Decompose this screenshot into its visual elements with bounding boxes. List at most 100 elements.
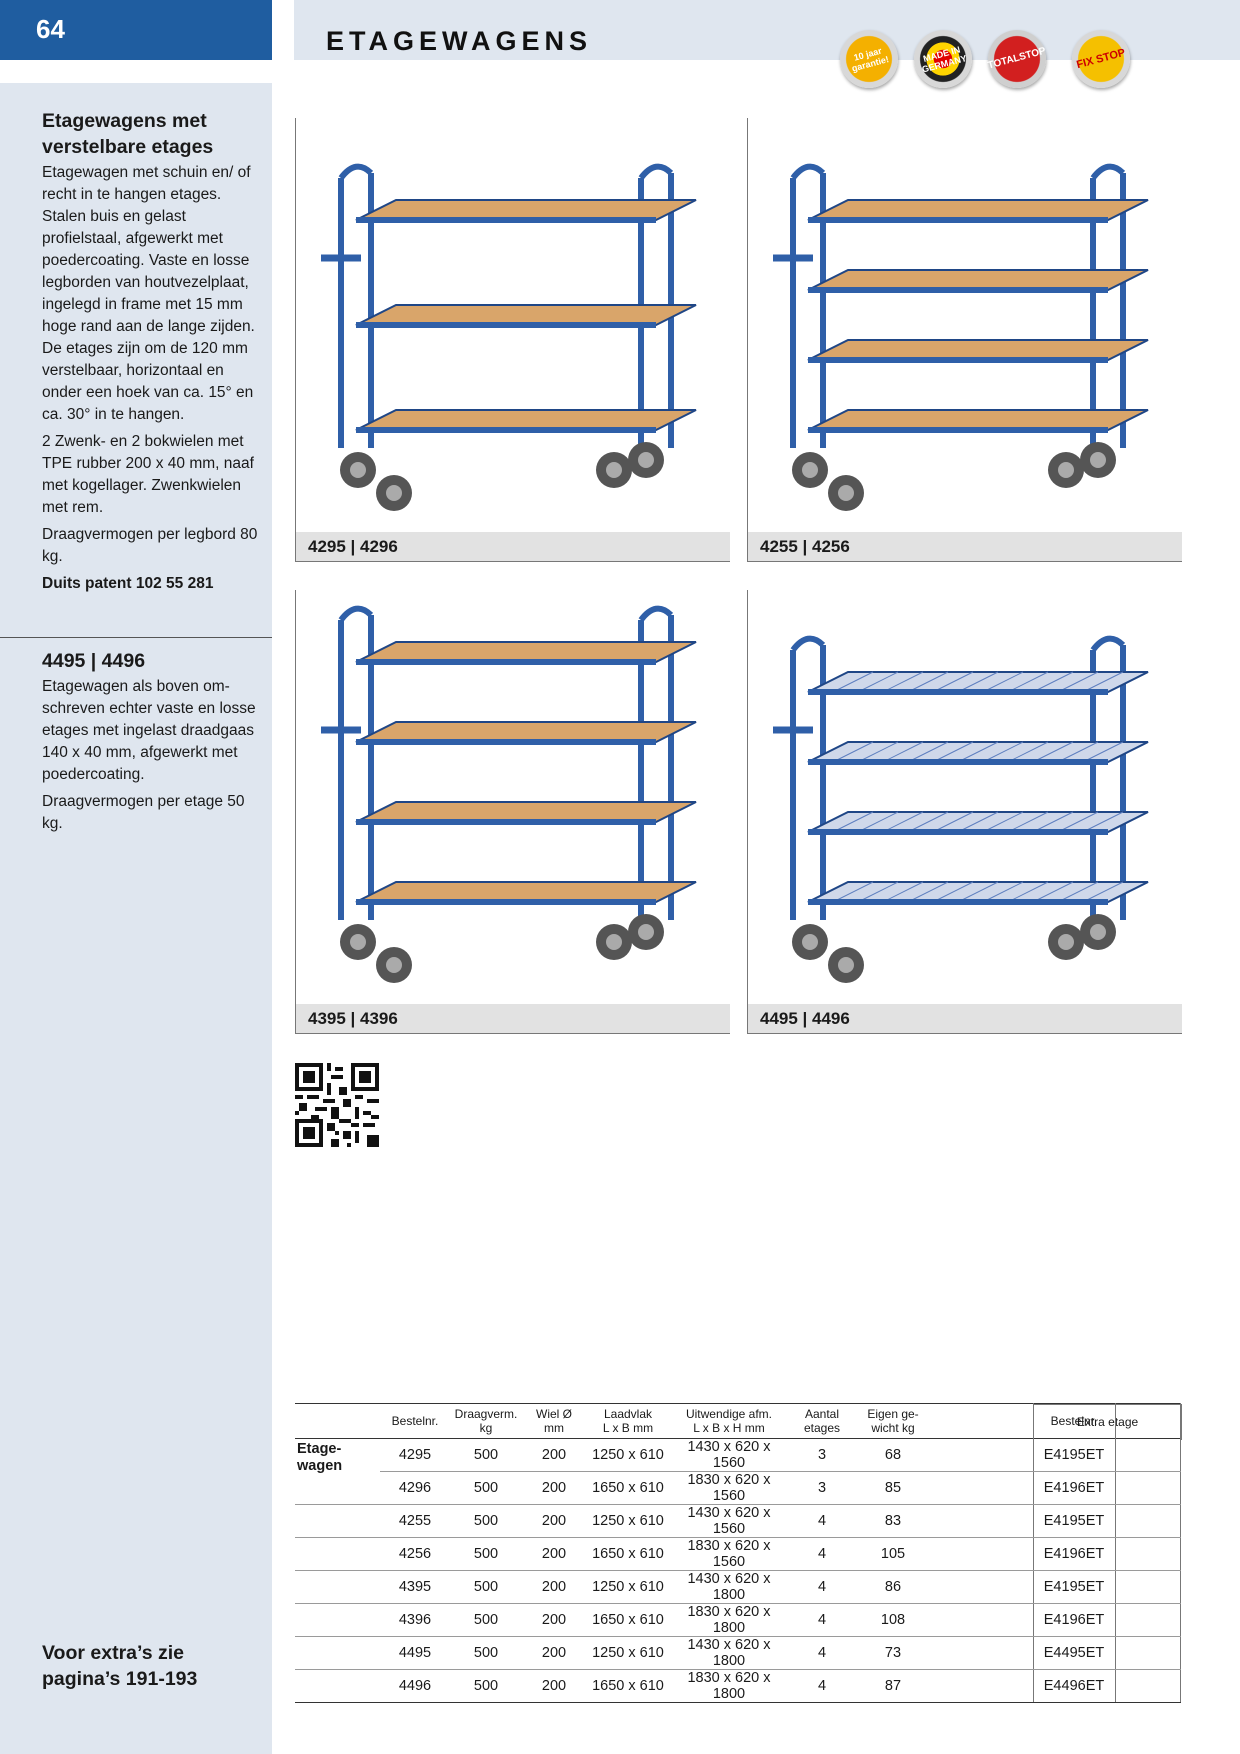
variant-capacity: Draagvermogen per etage 50 kg. — [42, 793, 245, 832]
wheel-hub — [838, 957, 854, 973]
cell-uitw: 1830 x 620 x 1800 — [670, 1603, 788, 1637]
image-caption: 4395 | 4396 — [296, 1004, 730, 1033]
wire-mesh — [882, 741, 924, 763]
wire-mesh — [857, 671, 899, 693]
page-title: ETAGEWAGENS — [326, 26, 593, 56]
wire-mesh — [1082, 811, 1124, 833]
wire-mesh — [1057, 811, 1099, 833]
header-aantal-unit: etages — [803, 1421, 841, 1435]
cell-uitw: 1830 x 620 x 1560 — [670, 1537, 788, 1571]
wire-mesh — [957, 671, 999, 693]
wheel-hub — [638, 452, 654, 468]
cell-laad: 1250 x 610 — [586, 1438, 670, 1472]
wheel-hub — [638, 924, 654, 940]
wire-mesh — [832, 741, 874, 763]
wheel-hub — [838, 485, 854, 501]
group-label: Etage-wagen — [295, 1438, 380, 1505]
trolley-illustration — [321, 163, 697, 511]
wire-mesh — [982, 881, 1024, 903]
cell-extra: E4195ET — [1033, 1570, 1116, 1604]
wire-mesh — [957, 811, 999, 833]
cell-extra: E4496ET — [1033, 1669, 1116, 1703]
wire-mesh — [1082, 741, 1124, 763]
header-laad: Laadvlak — [603, 1407, 653, 1421]
product-image-4495-4496: 4495 | 4496 — [747, 590, 1182, 1034]
wire-mesh — [1032, 881, 1074, 903]
cell-aantal: 4 — [788, 1603, 856, 1637]
cell-laad: 1250 x 610 — [586, 1570, 670, 1604]
wire-mesh — [857, 881, 899, 903]
header-laad-unit: L x B mm — [602, 1421, 654, 1435]
section-heading: Etagewagens met verstelbare etages — [42, 110, 214, 158]
cell-eigen: 83 — [856, 1504, 930, 1538]
wheels-text: 2 Zwenk- en 2 bokwielen met TPE rubber 2… — [42, 433, 254, 516]
sidebar-description: Etagewagens met verstelbare etages Etage… — [42, 108, 260, 600]
cell-nr: 4396 — [380, 1603, 450, 1637]
header-draag: Draagverm. — [454, 1407, 518, 1421]
cell-nr: 4495 — [380, 1636, 450, 1670]
wheel-hub — [386, 485, 402, 501]
wheel-hub — [802, 934, 818, 950]
cell-eigen: 105 — [856, 1537, 930, 1571]
cell-draag: 500 — [450, 1636, 522, 1670]
cell-nr: 4255 — [380, 1504, 450, 1538]
wire-mesh — [832, 881, 874, 903]
cell-laad: 1250 x 610 — [586, 1504, 670, 1538]
cell-extra: E4195ET — [1033, 1504, 1116, 1538]
cell-extra: E4196ET — [1033, 1603, 1116, 1637]
page-number-box: 64 — [0, 0, 272, 60]
header-eigen-unit: wicht kg — [871, 1421, 915, 1435]
cell-uitw: 1830 x 620 x 1560 — [670, 1471, 788, 1505]
wire-mesh — [1032, 811, 1074, 833]
cell-draag: 500 — [450, 1504, 522, 1538]
wheel-hub — [1090, 452, 1106, 468]
wire-mesh — [832, 671, 874, 693]
frame-top — [1090, 635, 1126, 652]
wire-mesh — [932, 741, 974, 763]
variant-description: Etagewagen als boven om-schreven echter … — [42, 678, 256, 783]
cell-eigen: 108 — [856, 1603, 930, 1637]
wheel-hub — [386, 957, 402, 973]
cell-aantal: 3 — [788, 1471, 856, 1505]
cell-nr: 4296 — [380, 1471, 450, 1505]
wire-mesh — [1032, 671, 1074, 693]
capacity-text: Draagvermogen per legbord 80 kg. — [42, 526, 258, 565]
wire-mesh — [957, 881, 999, 903]
variant-heading: 4495 | 4496 — [42, 650, 146, 672]
cell-wiel: 200 — [522, 1669, 586, 1703]
header-bestelnr: Bestelnr. — [391, 1414, 439, 1428]
wheel-hub — [802, 462, 818, 478]
wire-mesh — [932, 811, 974, 833]
wire-mesh — [982, 741, 1024, 763]
cell-uitw: 1430 x 620 x 1560 — [670, 1504, 788, 1538]
wire-mesh — [882, 811, 924, 833]
wire-mesh — [1007, 811, 1049, 833]
wire-mesh — [907, 671, 949, 693]
product-image-4295-4296: 4295 | 4296 — [295, 118, 730, 562]
trolley-illustration — [773, 163, 1149, 511]
header-draag-unit: kg — [479, 1421, 493, 1435]
cell-wiel: 200 — [522, 1603, 586, 1637]
cell-uitw: 1430 x 620 x 1800 — [670, 1636, 788, 1670]
qr-code-icon — [295, 1063, 379, 1147]
wire-mesh — [857, 741, 899, 763]
cell-nr: 4395 — [380, 1570, 450, 1604]
cell-uitw: 1430 x 620 x 1800 — [670, 1570, 788, 1604]
cell-extra: E4196ET — [1033, 1537, 1116, 1571]
cell-extra: E4195ET — [1033, 1438, 1116, 1472]
frame-top — [790, 635, 826, 652]
cell-draag: 500 — [450, 1471, 522, 1505]
header-wiel-unit: mm — [544, 1421, 564, 1435]
cell-eigen: 86 — [856, 1570, 930, 1604]
wire-mesh — [1082, 881, 1124, 903]
wheel-hub — [606, 934, 622, 950]
wheel-hub — [1058, 462, 1074, 478]
cell-nr: 4256 — [380, 1537, 450, 1571]
image-caption: 4495 | 4496 — [748, 1004, 1182, 1033]
wire-mesh — [1007, 741, 1049, 763]
wire-mesh — [957, 741, 999, 763]
